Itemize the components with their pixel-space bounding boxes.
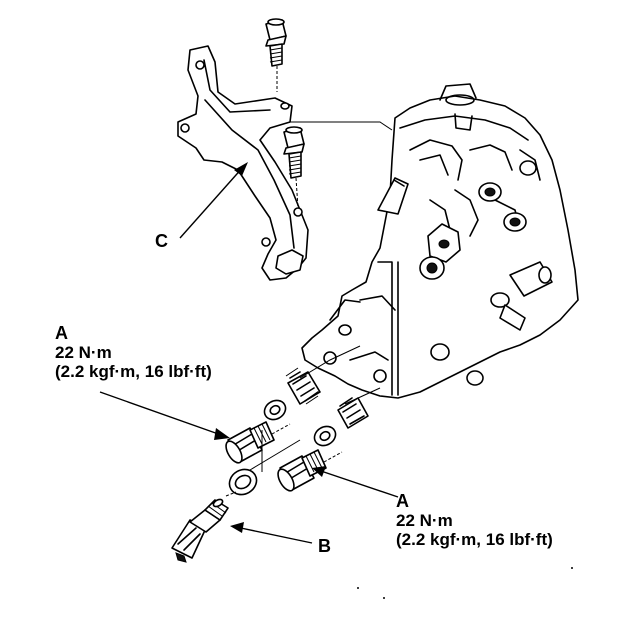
- washer-upper: [263, 399, 287, 421]
- plug-bolt-a-right: [277, 449, 343, 492]
- housing-boss-3: [427, 223, 461, 263]
- label-b: B: [318, 536, 331, 556]
- leader-a-right-arrow: [312, 466, 399, 498]
- bracket-bolt-upper: [265, 18, 287, 92]
- bracket-bolt-lower: [283, 126, 305, 209]
- callout-a-left-torque-nm: 22 N·m: [55, 343, 112, 362]
- assembly-guide-lines: [249, 345, 381, 472]
- housing-fitting-right: [490, 261, 553, 331]
- housing-stud: [377, 177, 409, 215]
- sealing-washer-b: [228, 468, 258, 496]
- leader-a-left-arrow: [99, 391, 230, 440]
- leader-b-arrow: [230, 522, 313, 544]
- washer-lower: [313, 425, 337, 447]
- bracket-c: [177, 45, 393, 281]
- callout-a-right-torque-nm: 22 N·m: [396, 511, 453, 530]
- pressure-switch-b: [171, 491, 237, 563]
- housing-boss-2: [503, 212, 527, 232]
- spring-lower: [337, 397, 369, 429]
- housing-boss-4: [419, 256, 445, 280]
- housing-boss-1: [478, 182, 502, 202]
- callout-a-left: A 22 N·m (2.2 kgf·m, 16 lbf·ft): [55, 323, 212, 382]
- transmission-housing: [301, 83, 579, 399]
- scan-specks: [357, 567, 573, 599]
- label-c: C: [155, 231, 168, 251]
- leader-c-arrow: [179, 162, 248, 239]
- plug-bolt-a-left: [225, 421, 291, 464]
- spring-upper: [285, 367, 321, 405]
- callout-a-left-letter: A: [55, 323, 68, 343]
- callout-a-right-letter: A: [396, 491, 409, 511]
- callout-a-left-torque-alt: (2.2 kgf·m, 16 lbf·ft): [55, 362, 212, 381]
- housing-boss-5: [519, 160, 537, 176]
- callout-a-right: A 22 N·m (2.2 kgf·m, 16 lbf·ft): [396, 491, 553, 550]
- callout-a-right-torque-alt: (2.2 kgf·m, 16 lbf·ft): [396, 530, 553, 549]
